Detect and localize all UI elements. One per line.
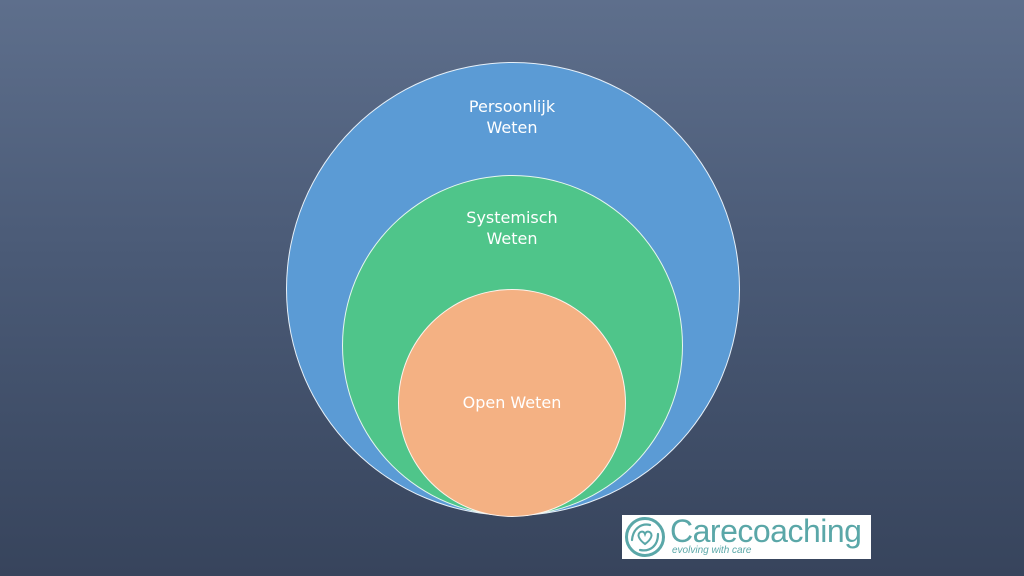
inner-label-text: Open Weten	[462, 393, 562, 412]
inner-circle-open-weten	[398, 289, 626, 517]
carecoaching-logo: Carecoaching evolving with care	[622, 513, 871, 559]
middle-label-line2: Weten	[486, 229, 538, 248]
outer-label-line1: Persoonlijk	[468, 97, 556, 116]
outer-circle-label: Persoonlijk Weten	[412, 96, 612, 138]
heart-circle-logo-icon	[625, 517, 665, 557]
outer-label-line2: Weten	[486, 118, 538, 137]
middle-circle-label: Systemisch Weten	[412, 207, 612, 249]
middle-label-line1: Systemisch	[466, 208, 558, 227]
inner-circle-label: Open Weten	[412, 392, 612, 413]
logo-tagline: evolving with care	[672, 545, 752, 556]
logo-name: Carecoaching	[670, 513, 862, 549]
